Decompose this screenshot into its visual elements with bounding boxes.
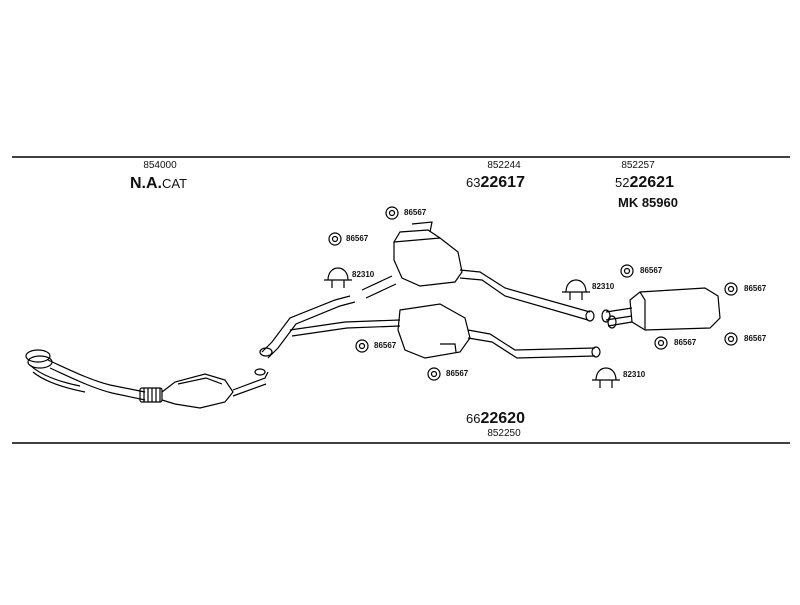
- lower-silencer-drawing: [397, 303, 601, 359]
- part-number: 86567: [446, 369, 469, 378]
- part-number: 86567: [744, 334, 767, 343]
- group-code-prefix: 66: [466, 411, 481, 426]
- group-ref-label: 854000: [143, 160, 177, 171]
- group-code-label: 5222621: [615, 174, 674, 192]
- group-code-prefix: 63: [466, 175, 481, 190]
- rubber-mount-icons: [328, 206, 738, 381]
- group-code-main: N.A.: [130, 175, 162, 192]
- kit-label: MK 85960: [618, 195, 678, 210]
- group-code-suffix: CAT: [162, 176, 188, 191]
- group-code-main: 22621: [629, 174, 674, 191]
- group-ref-label: 852244: [487, 160, 521, 171]
- group-ref-label: 852257: [621, 160, 655, 171]
- part-number: 86567: [744, 284, 767, 293]
- upper-silencer-drawing: [361, 221, 595, 322]
- group-code-label: 6322617: [466, 174, 525, 192]
- group-ref-label: 852250: [487, 428, 521, 439]
- part-number: 82310: [623, 370, 646, 379]
- part-number: 86567: [640, 266, 663, 275]
- catalytic-converter-drawing: [161, 368, 269, 409]
- clamp-icons: [324, 267, 620, 388]
- group-code-main: 22617: [480, 174, 525, 191]
- intermediate-pipe-drawing: [259, 295, 401, 359]
- part-number: 86567: [404, 208, 427, 217]
- group-code-label: 6622620: [466, 410, 525, 428]
- flex-pipe-drawing: [139, 387, 163, 403]
- group-code-label: N.A.CAT: [130, 175, 187, 193]
- rear-silencer-drawing: [601, 287, 721, 331]
- part-number: 82310: [352, 270, 375, 279]
- part-number: 86567: [346, 234, 369, 243]
- part-number: 86567: [674, 338, 697, 347]
- front-pipe-drawing: [25, 349, 146, 401]
- part-number: 82310: [592, 282, 615, 291]
- group-code-main: 22620: [480, 410, 525, 427]
- part-number: 86567: [374, 341, 397, 350]
- group-code-prefix: 52: [615, 175, 630, 190]
